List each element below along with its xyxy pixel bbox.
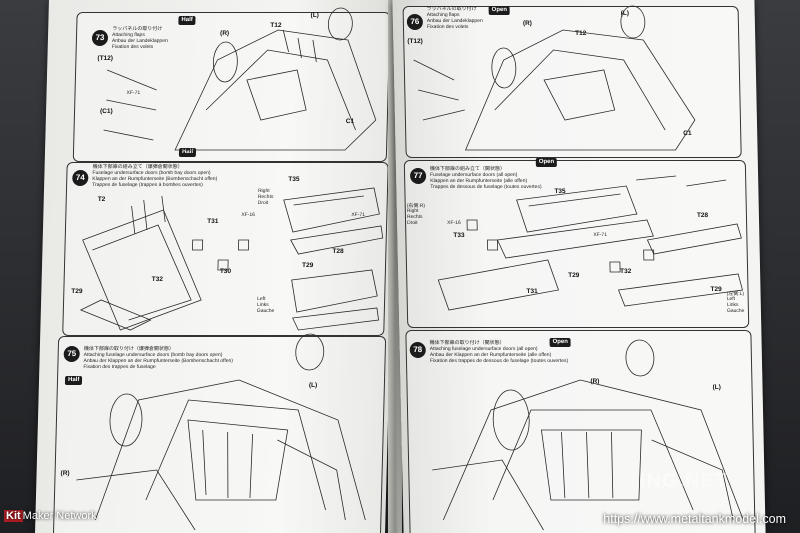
watermark-maker: Maker Network (22, 510, 97, 522)
right-page-line-drawings (413, 5, 744, 531)
watermark-kit: Kit (4, 510, 23, 522)
left-instruction-page: 73 Half ラッパネルの取り付け Attaching flaps Anbau… (35, 0, 399, 533)
watermark-url: https://www.metaltankmodel.com (603, 512, 786, 526)
watermark-middle: ING.NET (640, 470, 729, 492)
right-instruction-page: 76 Open ラッパネルの取り付け Attaching flaps Anbau… (392, 0, 766, 533)
left-page-line-drawings (76, 7, 384, 531)
